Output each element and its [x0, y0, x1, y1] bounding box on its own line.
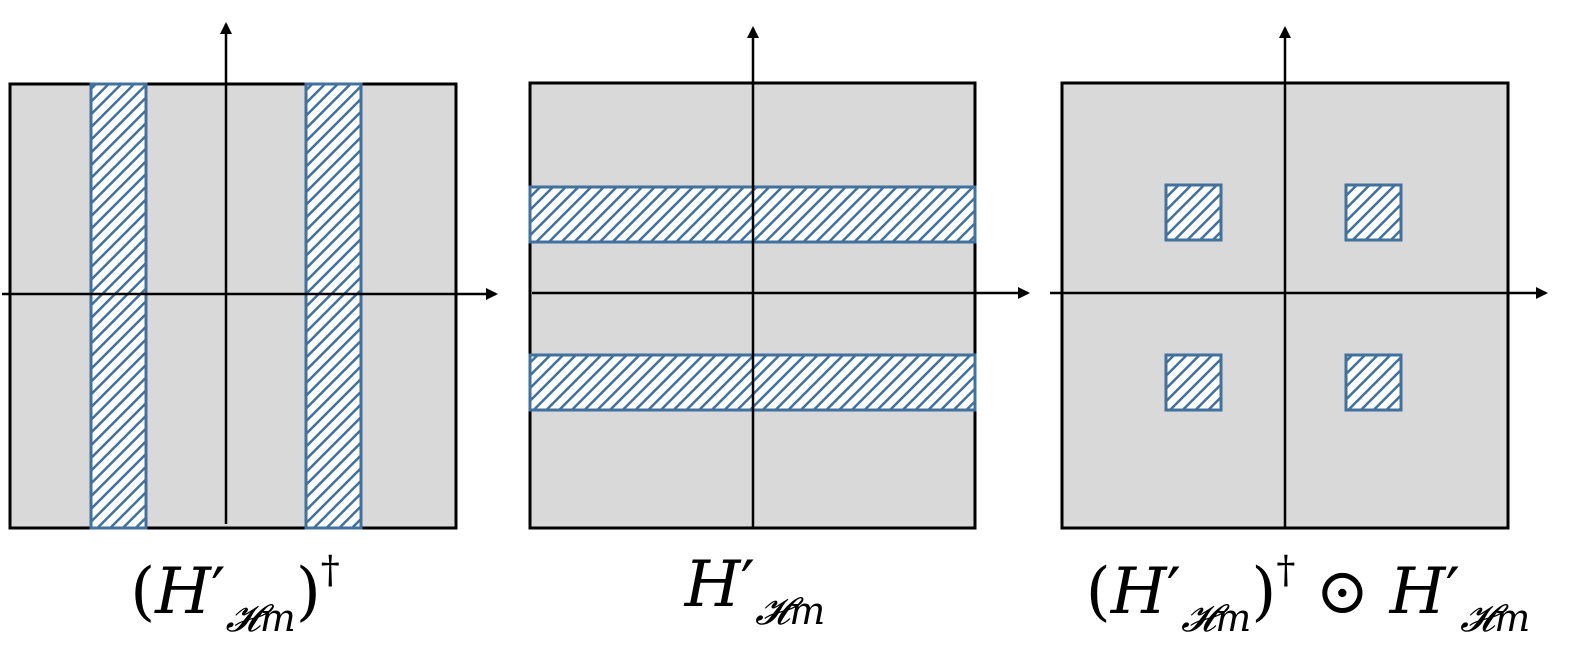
hatched-square-top-right: [1344, 183, 1403, 242]
hatched-strip-left: [89, 82, 148, 530]
caption-base: H: [1110, 555, 1167, 629]
panel-matrix: [528, 26, 1030, 530]
hatched-square-bottom-right: [1344, 353, 1403, 412]
caption-subscript: 𝓗m: [755, 589, 826, 633]
open-paren: (: [130, 555, 156, 629]
hadamard-operator-icon: ⊙: [1315, 555, 1370, 629]
caption-conjugate-transpose: (H′𝓗m)†: [95, 548, 375, 640]
caption-prime: ′: [740, 548, 756, 622]
close-paren: ): [1251, 555, 1277, 629]
caption-hadamard-product: (H′𝓗m)† ⊙ H′𝓗m: [1068, 548, 1548, 640]
caption-subscript: 𝓗m: [1181, 596, 1252, 640]
panel-conjugate-transpose: [2, 22, 498, 530]
caption-base: H: [684, 548, 741, 622]
caption-prime-2: ′: [1445, 555, 1460, 629]
caption-prime: ′: [1166, 555, 1182, 629]
caption-subscript-2: 𝓗m: [1459, 596, 1531, 640]
caption-prime: ′: [210, 555, 226, 629]
panel-background: [8, 82, 458, 530]
hatched-square-top-left: [1164, 183, 1223, 242]
caption-superscript: †: [320, 548, 340, 592]
open-paren: (: [1085, 555, 1111, 629]
panel-hadamard-product: [1050, 26, 1548, 530]
hatched-strip-right: [304, 82, 363, 530]
caption-matrix: H′𝓗m: [650, 548, 860, 638]
caption-superscript: †: [1276, 548, 1296, 592]
caption-base-2: H: [1389, 555, 1446, 629]
close-paren: ): [295, 555, 321, 629]
caption-base: H: [155, 555, 211, 629]
hatched-square-bottom-left: [1164, 353, 1223, 412]
caption-subscript: 𝓗m: [225, 596, 296, 640]
